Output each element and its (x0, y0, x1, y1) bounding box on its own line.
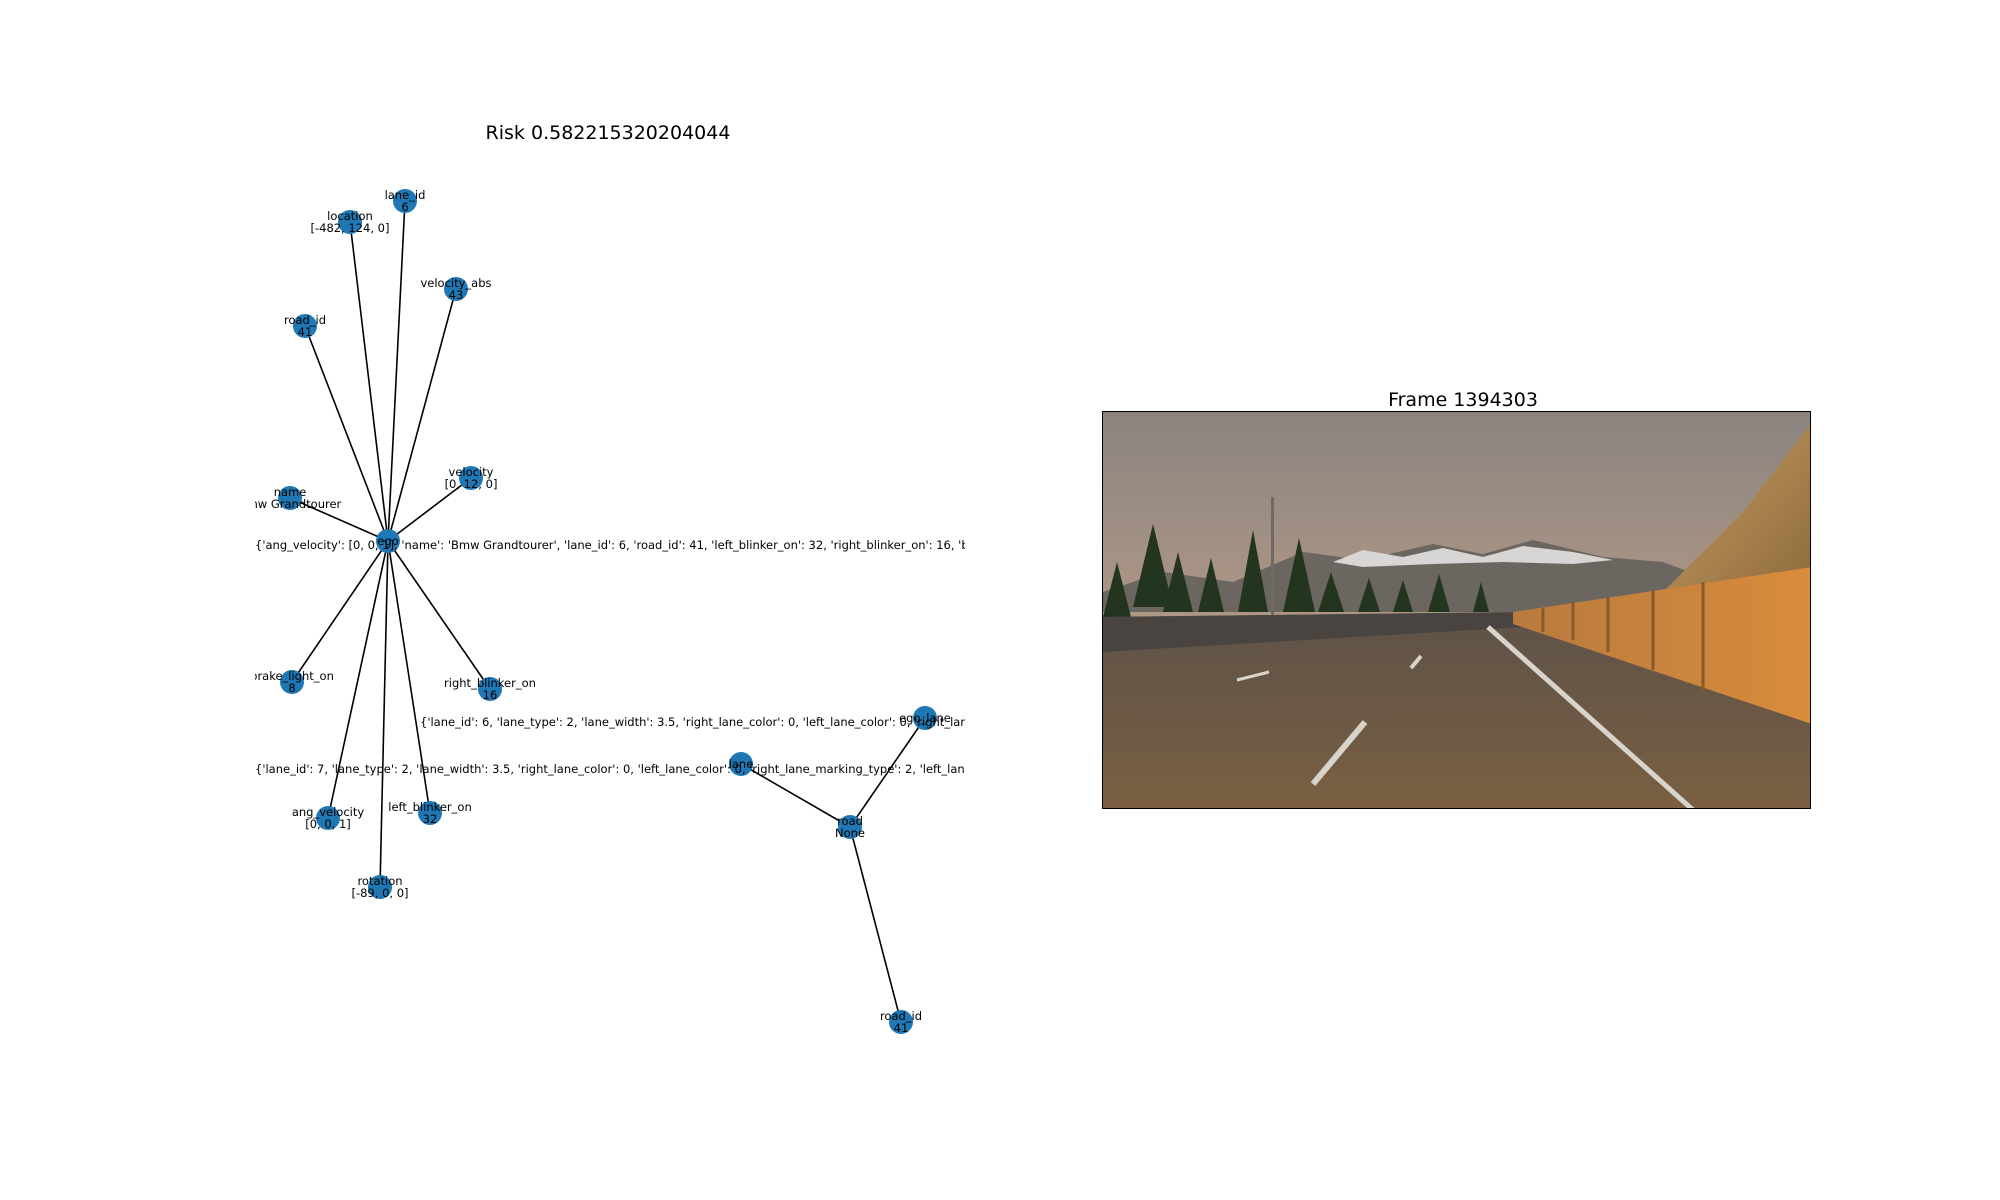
graph-edge-ego-ang_velocity (327, 540, 389, 819)
graph-node-lane (729, 752, 753, 776)
graph-node-location (338, 210, 362, 234)
graph-edge-road-road_id_b (849, 826, 902, 1023)
graph-node-road_id_b (889, 1010, 913, 1034)
graph-edge-ego-right_blinker_on (387, 540, 491, 690)
graph-edge-ego-name (289, 497, 389, 542)
graph-attribute-label: {'lane_id': 7, 'lane_type': 2, 'lane_wid… (255, 762, 1074, 776)
graph-node-ang_velocity (316, 806, 340, 830)
graph-edge-ego-left_blinker_on (387, 540, 431, 814)
graph-edge-ego-rotation (379, 540, 389, 888)
graph-node-label-location: location[-482, 124, 0] (311, 209, 390, 235)
graph-attribute-label: {'lane_id': 6, 'lane_type': 2, 'lane_wid… (420, 715, 1077, 729)
graph-node-ego_lane (913, 706, 937, 730)
frame-title: Frame 1394303 (1388, 389, 1538, 411)
graph-node-velocity_abs (444, 277, 468, 301)
graph-node-ego (376, 529, 400, 553)
graph-node-rotation (368, 875, 392, 899)
graph-edge-ego-location (349, 221, 389, 542)
graph-edge-ego-road_id_a (304, 325, 389, 542)
graph-edge-ego-velocity_abs (387, 288, 457, 542)
graph-node-label-rotation: rotation[-89, 0, 0] (351, 874, 408, 900)
graph-node-label-ang_velocity: ang_velocity[0, 0, 1] (292, 805, 365, 831)
graph-edge-road-lane (740, 763, 851, 828)
graph-edge-ego-velocity (387, 477, 472, 542)
graph-node-road_id_a (293, 314, 317, 338)
graph-node-velocity (459, 466, 483, 490)
graph-node-label-ego: ego (377, 534, 398, 548)
camera-frame-image (1102, 411, 1811, 809)
graph-attribute-label: {'ang_velocity': [0, 0, 1], 'name': 'Bmw… (255, 538, 1063, 552)
graph-node-right_blinker_on (478, 677, 502, 701)
graph-edge-ego-brake_light_on (291, 540, 389, 683)
graph-node-label-lane: lane (729, 757, 754, 771)
graph-node-label-velocity: velocity[0, 12, 0] (445, 465, 498, 491)
graph-edge-road-ego_lane (849, 717, 926, 828)
graph-node-lane_id (393, 189, 417, 213)
graph-node-label-ego_lane: ego_lane (899, 711, 951, 725)
graph-title: Risk 0.582215320204044 (485, 122, 731, 144)
graph-node-brake_light_on (280, 670, 304, 694)
graph-node-name (278, 486, 302, 510)
graph-node-road (838, 815, 862, 839)
graph-edge-ego-lane_id (387, 200, 406, 542)
graph-node-left_blinker_on (418, 801, 442, 825)
